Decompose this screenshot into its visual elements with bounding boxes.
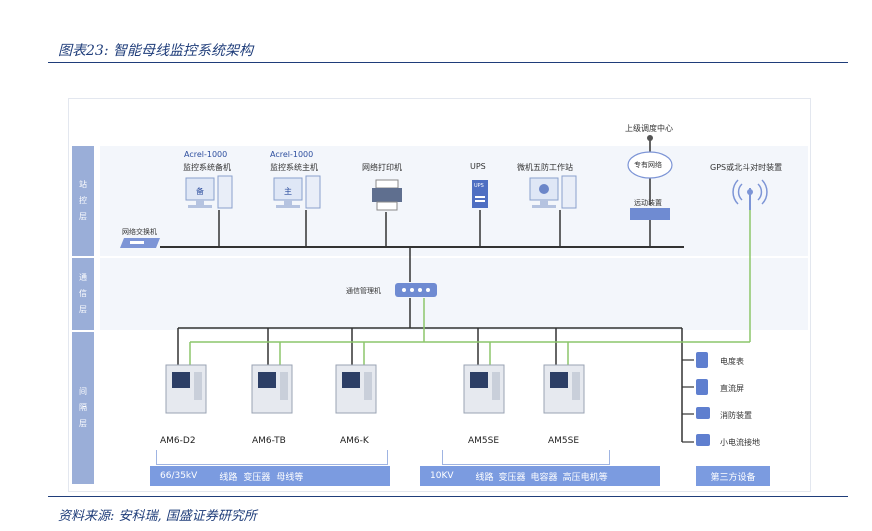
third-party-item: 电度表 xyxy=(720,357,744,366)
backup-brand-label: Acrel-1000 xyxy=(184,150,228,159)
bay-layer-char: 层 xyxy=(79,419,87,428)
main-workstation-icon xyxy=(273,175,321,209)
private-net-label: 专有网络 xyxy=(634,161,662,169)
network-switch-label: 网络交换机 xyxy=(122,228,157,236)
relay-name: AM6-TB xyxy=(252,436,286,446)
fiveproof-label: 微机五防工作站 xyxy=(517,163,573,172)
relay-name: AM5SE xyxy=(468,436,500,446)
third-party-item: 消防装置 xyxy=(720,411,752,420)
third-party-item: 小电流接地 xyxy=(720,438,760,447)
station-layer-label: 站 控 层 xyxy=(72,146,94,256)
relay-name: AM6-K xyxy=(340,436,369,446)
comm-layer-char: 信 xyxy=(79,289,87,298)
relay-device-icon xyxy=(543,364,585,414)
bay-layer-char: 隔 xyxy=(79,403,87,412)
right-voltage-bar: 10KV 线路 变压器 电容器 高压电机等 xyxy=(420,466,660,486)
comm-layer-char: 通 xyxy=(79,273,87,282)
comm-layer-label: 通 信 层 xyxy=(72,258,94,330)
gps-label: GPS或北斗对时装置 xyxy=(710,163,783,172)
left-voltage-bar: 66/35kV 线路 变压器 母线等 xyxy=(150,466,390,486)
fiveproof-workstation-icon xyxy=(529,175,577,209)
station-layer-char: 控 xyxy=(79,196,87,205)
right-desc-item: 高压电机等 xyxy=(562,472,608,483)
gps-antenna-icon xyxy=(732,179,768,210)
relay-device-icon xyxy=(165,364,207,414)
comm-layer-band xyxy=(100,258,808,330)
printer-label: 网络打印机 xyxy=(362,163,402,172)
dispatch-node-icon xyxy=(647,135,653,141)
comm-manager-icon xyxy=(395,283,437,297)
backup-name-label: 监控系统备机 xyxy=(183,163,231,172)
relay-name: AM6-D2 xyxy=(160,436,196,446)
comm-layer-char: 层 xyxy=(79,305,87,314)
right-voltage-label: 10KV xyxy=(430,471,454,481)
station-layer-char: 站 xyxy=(79,180,87,189)
backup-workstation-icon xyxy=(185,175,233,209)
dc-panel-icon xyxy=(696,379,708,395)
left-group-bracket xyxy=(156,450,388,465)
right-group-bracket xyxy=(442,450,610,465)
left-voltage-label: 66/35kV xyxy=(160,471,198,481)
left-desc-item: 线路 xyxy=(219,472,238,483)
left-desc-item: 变压器 xyxy=(243,472,271,483)
right-desc-item: 变压器 xyxy=(498,472,526,483)
comm-manager-label: 通信管理机 xyxy=(346,287,381,295)
main-name-label: 监控系统主机 xyxy=(270,163,318,172)
network-switch-icon xyxy=(120,238,160,248)
fire-device-icon xyxy=(696,407,710,419)
station-layer-char: 层 xyxy=(79,212,87,221)
ground-fault-icon xyxy=(696,434,710,446)
bay-layer-label: 间 隔 层 xyxy=(72,332,94,484)
relay-device-icon xyxy=(463,364,505,414)
right-desc-item: 线路 xyxy=(475,472,494,483)
relay-name: AM5SE xyxy=(548,436,580,446)
figure-title: 图表23: 智能母线监控系统架构 xyxy=(58,43,253,59)
printer-icon xyxy=(372,179,402,211)
backup-icon-char: 备 xyxy=(196,187,204,196)
source-note: 资料来源: 安科瑞, 国盛证券研究所 xyxy=(58,509,257,524)
top-rule xyxy=(48,62,848,63)
relay-device-icon xyxy=(251,364,293,414)
left-desc-item: 母线等 xyxy=(276,472,304,483)
third-party-bar: 第三方设备 xyxy=(696,466,770,486)
ups-label: UPS xyxy=(470,162,486,171)
dispatch-label: 上级调度中心 xyxy=(625,124,673,133)
private-network-cloud-icon xyxy=(627,151,673,179)
ups-icon xyxy=(472,180,488,208)
ups-icon-text: UPS xyxy=(474,183,484,189)
bottom-rule xyxy=(48,496,848,497)
third-party-item: 直流屏 xyxy=(720,384,744,393)
main-icon-char: 主 xyxy=(284,187,292,196)
telecontrol-device-icon xyxy=(630,208,670,220)
relay-device-icon xyxy=(335,364,377,414)
right-desc-item: 电容器 xyxy=(530,472,558,483)
bay-layer-char: 间 xyxy=(79,387,87,396)
telecontrol-label: 远动装置 xyxy=(634,199,662,207)
energy-meter-icon xyxy=(696,352,708,368)
main-brand-label: Acrel-1000 xyxy=(270,150,314,159)
